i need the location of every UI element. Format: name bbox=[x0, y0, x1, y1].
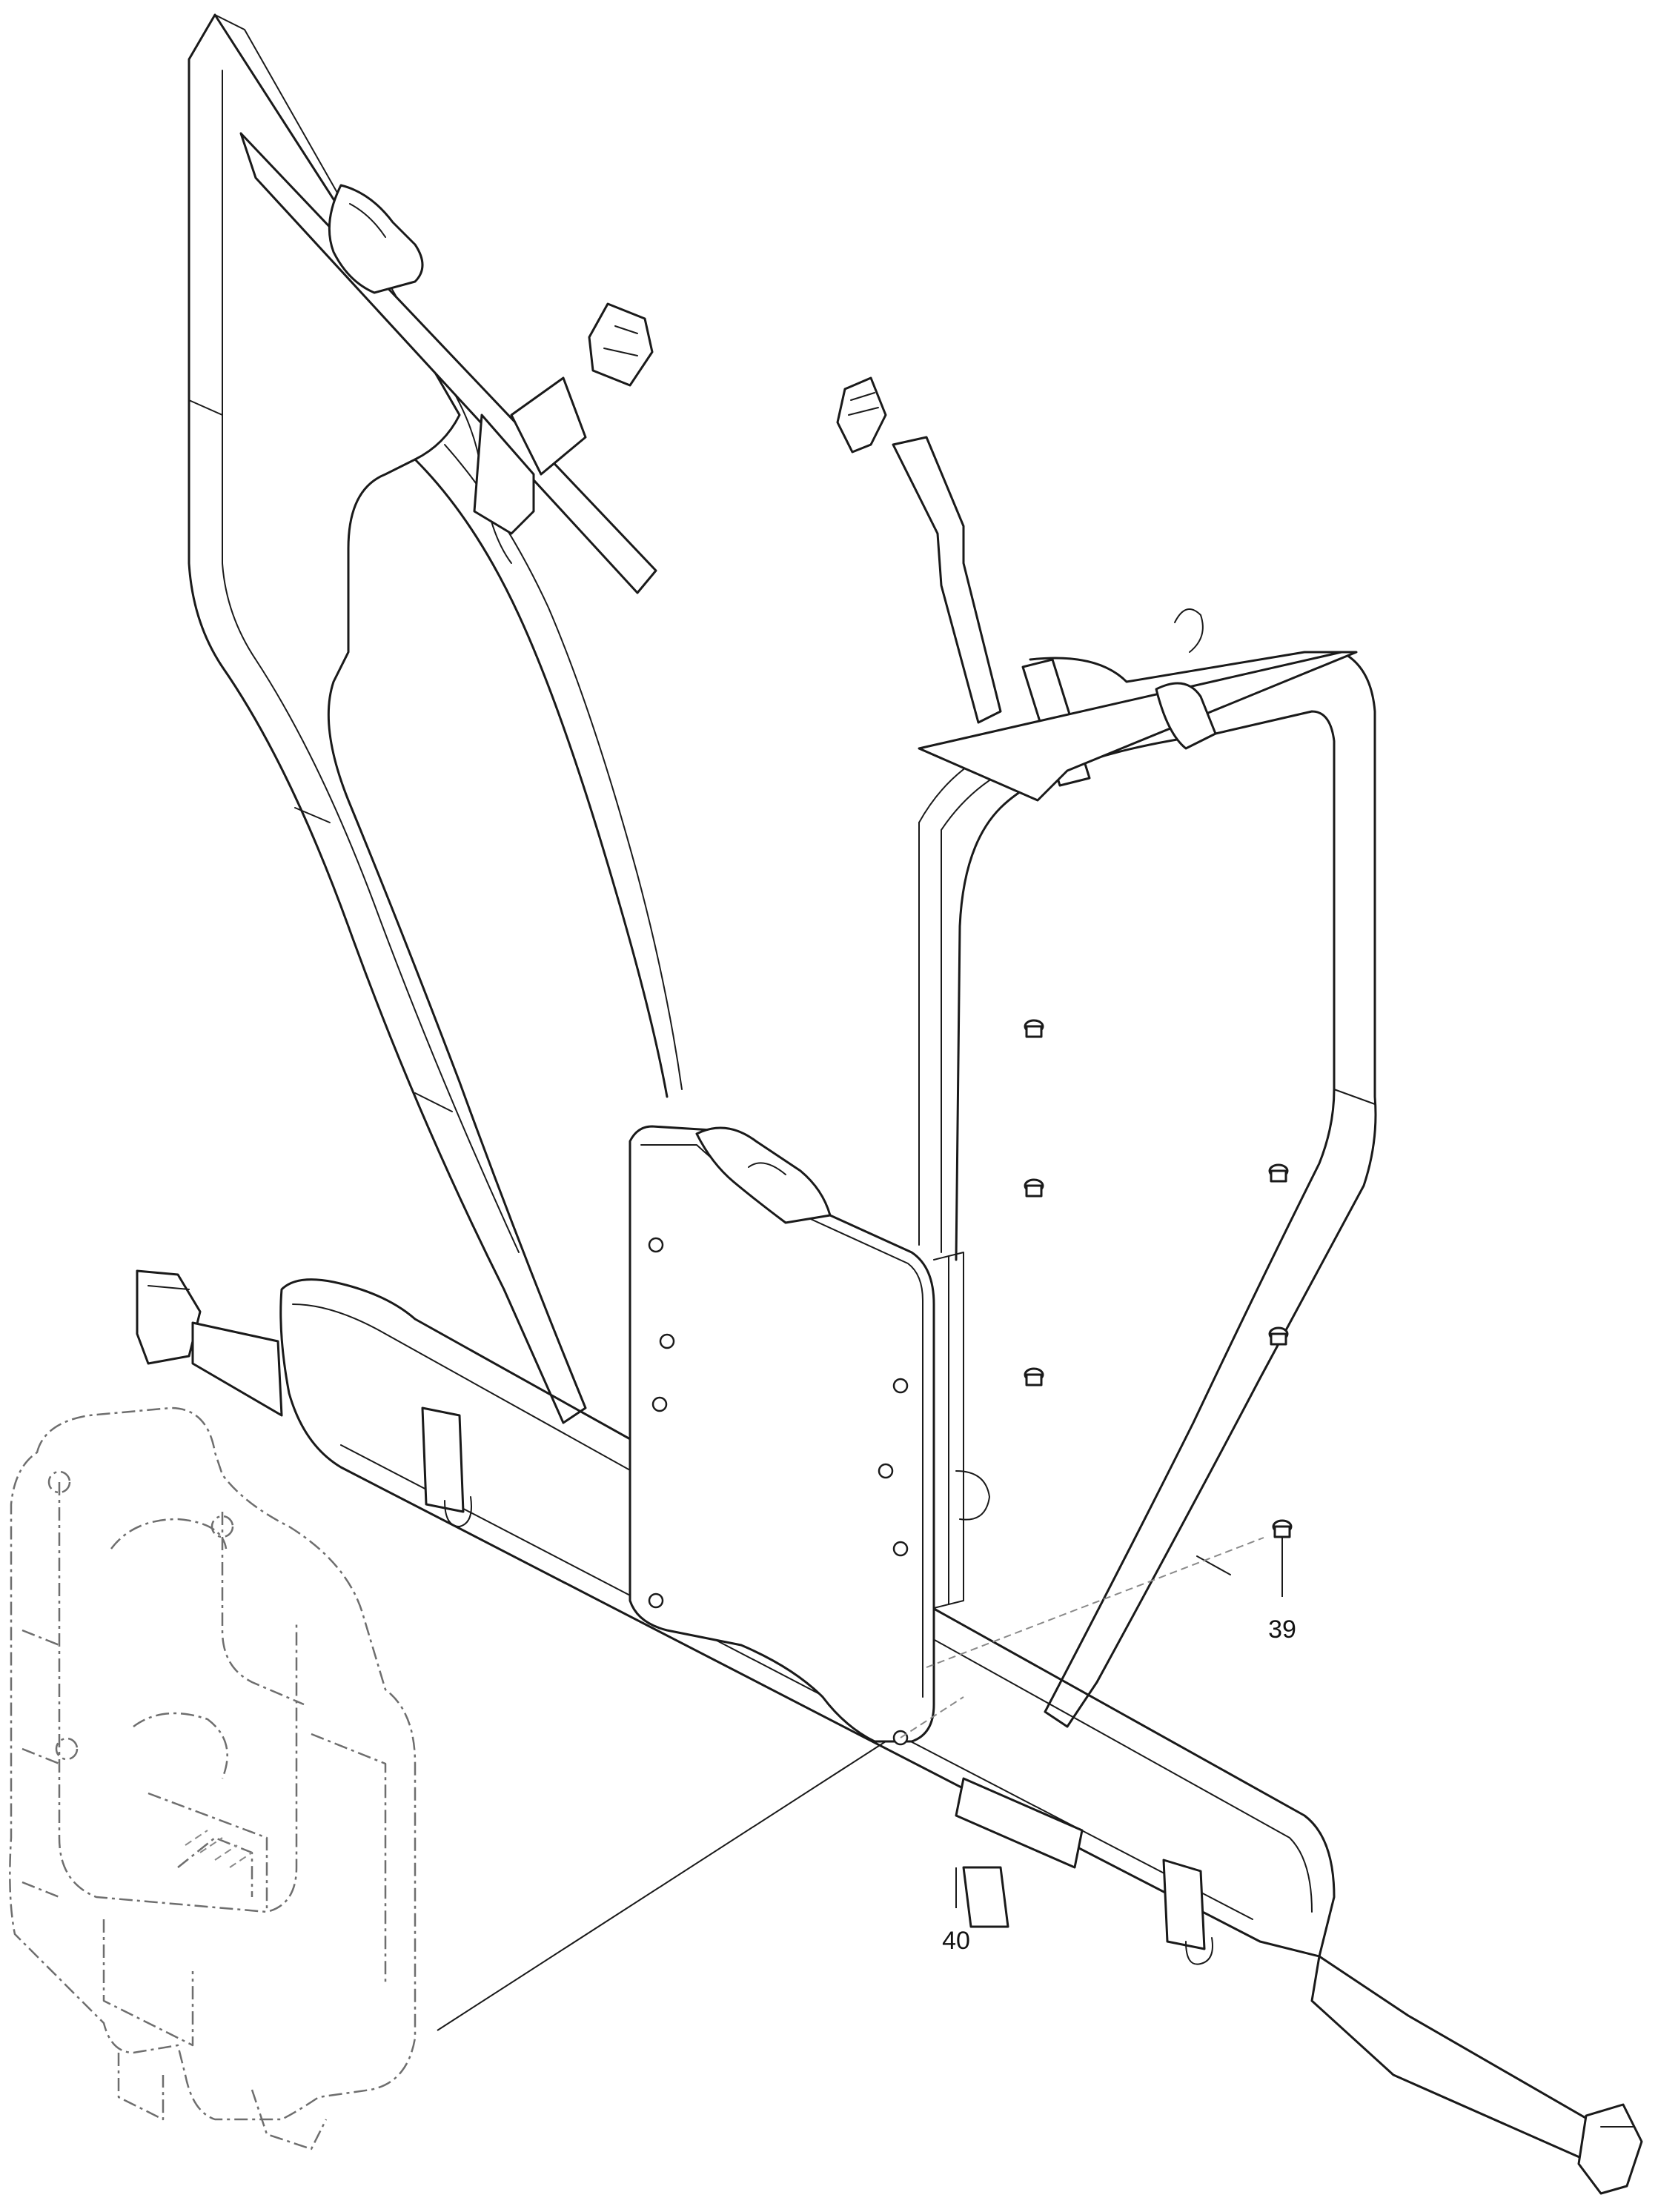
mounting-hole-icon bbox=[892, 1378, 909, 1394]
stud-icon bbox=[1024, 1019, 1044, 1038]
stud-icon bbox=[1268, 1163, 1289, 1183]
mounting-hole-icon bbox=[651, 1396, 668, 1412]
mounting-hole-icon bbox=[648, 1237, 664, 1253]
left-strap-webbing bbox=[239, 132, 657, 594]
right-strap-webbing bbox=[836, 376, 1358, 802]
callout-39: 39 bbox=[1268, 1538, 1296, 1644]
mounting-hole-icon bbox=[648, 1592, 664, 1609]
right-shoulder-strap bbox=[918, 651, 1377, 1728]
left-shoulder-strap bbox=[188, 13, 683, 1424]
waist-belt bbox=[136, 1269, 1643, 2195]
stud-icon bbox=[1024, 1178, 1044, 1198]
mounting-hole-icon bbox=[892, 1541, 909, 1557]
alignment-lines bbox=[437, 1537, 1264, 2031]
callout-label-39: 39 bbox=[1268, 1615, 1296, 1644]
mounting-hole-icon bbox=[659, 1333, 675, 1349]
callout-label-40: 40 bbox=[942, 1927, 970, 1955]
mounting-hole-icon bbox=[878, 1463, 894, 1479]
stud-icon bbox=[1268, 1326, 1289, 1346]
back-plate bbox=[629, 1125, 990, 1746]
mounting-studs bbox=[1024, 1019, 1293, 1538]
phantom-unit bbox=[9, 1406, 417, 2150]
stud-icon bbox=[1272, 1519, 1293, 1538]
stud-icon bbox=[1024, 1367, 1044, 1386]
callout-40: 40 bbox=[942, 1867, 970, 1955]
